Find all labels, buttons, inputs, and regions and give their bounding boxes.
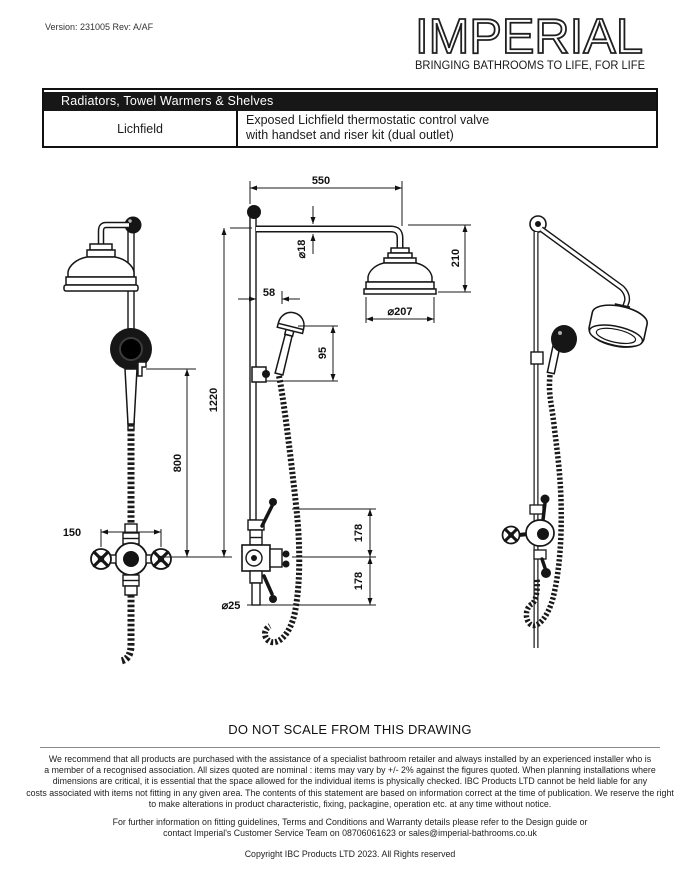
dim-arm-width: 550 [312,175,330,187]
valve-persp [501,494,555,578]
shower-arm-side [256,225,404,248]
description-line-2: with handset and riser kit (dual outlet) [246,128,454,142]
product-table: Radiators, Towel Warmers & Shelves Lichf… [42,88,658,148]
front-view [63,216,172,665]
disclaimer-line: to make alterations in product character… [148,798,552,809]
version-label: Version: 231005 Rev: A/AF [45,22,154,32]
dimension-labels: 550 ⌀18 210 ⌀207 58 95 1220 800 150 178 … [63,175,462,612]
cross-handle-persp [501,525,521,545]
dim-handset-offset: 58 [263,287,275,299]
hose-side [262,375,303,646]
cross-handle-left [90,548,112,570]
table-row: Lichfield Exposed Lichfield thermostatic… [44,111,656,146]
valve-outlet-pipe [251,582,261,606]
logo-wordmark: IMPERIAL [415,10,643,64]
dimension-lines [100,181,471,606]
dim-valve-width: 150 [63,527,81,539]
disclaimer-line: We recommend that all products are purch… [48,754,652,764]
dim-head-dia: ⌀207 [388,306,413,318]
copyright-line: Copyright IBC Products LTD 2023. All Rig… [244,849,456,859]
shower-head-side [363,247,437,295]
handset-side [274,311,305,376]
dim-arm-pipe-dia: ⌀18 [296,240,308,259]
handset-persp [551,325,577,353]
disclaimer-paragraph: We recommend that all products are purch… [22,754,678,810]
valve-lever-bottom [269,595,277,603]
imperial-logo: IMPERIAL BRINGING BATHROOMS TO LIFE, FOR… [414,9,645,72]
valve-lever-top [269,498,277,506]
valve-front [90,523,172,596]
table-category-header: Radiators, Towel Warmers & Shelves [44,92,656,111]
technical-drawing: 550 ⌀18 210 ⌀207 58 95 1220 800 150 178 … [63,175,648,665]
logo-tagline: BRINGING BATHROOMS TO LIFE, FOR LIFE [415,60,645,72]
do-not-scale-note: DO NOT SCALE FROM THIS DRAWING [228,722,472,737]
dim-hose-drop: 800 [172,454,184,472]
dim-handset-len: 95 [317,347,329,359]
disclaimer-line: a member of a recognised association. Al… [44,765,656,776]
contact-line: contact Imperial's Customer Service Team… [163,828,537,839]
dim-outlet-gap-bottom: 178 [353,572,365,590]
handset-handle-front [124,368,138,425]
cross-handle-right [150,548,172,570]
side-view [241,205,437,646]
dim-riser-height: 1220 [208,388,220,412]
description-line-1: Exposed Lichfield thermostatic control v… [246,113,490,127]
valve-side [241,498,290,606]
dim-outlet-dia: ⌀25 [222,600,241,612]
hose-front-lower [120,595,135,665]
shower-head-front [63,243,139,292]
wall-bracket-side [247,205,261,219]
product-description-cell: Exposed Lichfield thermostatic control v… [238,111,656,146]
handset-holder-persp [530,351,544,365]
product-name-cell: Lichfield [44,111,238,146]
disclaimer-line: dimensions are critical, it is essential… [52,776,648,787]
shower-head-persp [588,303,648,348]
contact-info: For further information on fitting guide… [22,817,678,839]
arm-persp [539,226,631,311]
dim-head-drop: 210 [450,249,462,267]
dim-outlet-gap-top: 178 [353,524,365,542]
hose-hook [137,361,147,377]
hose-persp [523,374,564,629]
footer-divider [40,747,660,748]
disclaimer-line: costs associated with items not fitting … [26,787,674,798]
shower-arm [97,221,129,245]
perspective-view [501,215,648,648]
contact-line: For further information on fitting guide… [112,817,588,827]
